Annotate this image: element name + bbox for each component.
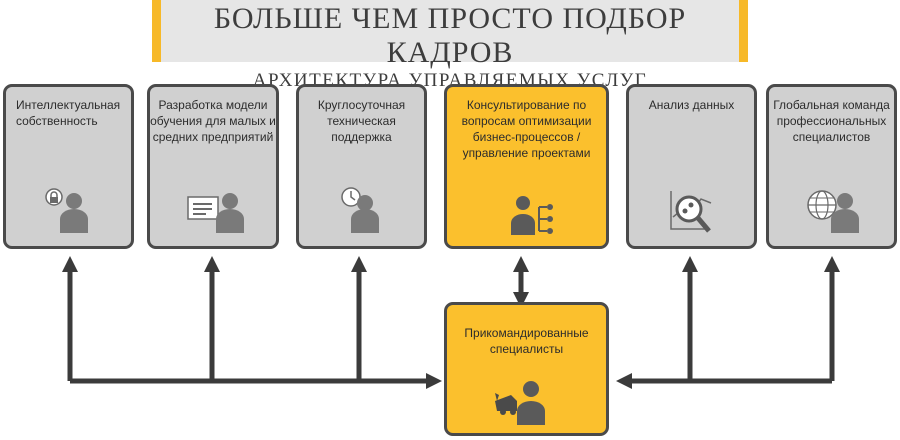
box-tech-support: Круглосуточная техническая поддержка bbox=[296, 84, 427, 249]
page-title: БОЛЬШЕ ЧЕМ ПРОСТО ПОДБОР КАДРОВ bbox=[213, 2, 687, 69]
box-label: Интеллектуальная собственность bbox=[16, 98, 121, 128]
box-label: Круглосуточная техническая поддержка bbox=[317, 98, 406, 144]
box-label: Анализ данных bbox=[648, 98, 735, 112]
box-training-model: Разработка модели обучения для малых и с… bbox=[147, 84, 279, 249]
box-global-team: Глобальная команда профессиональных спец… bbox=[766, 84, 897, 249]
intellectual-property-icon bbox=[45, 188, 88, 233]
box-label: Разработка модели обучения для малых и с… bbox=[150, 98, 276, 144]
training-model-icon bbox=[187, 193, 244, 233]
box-data-analysis: Анализ данных bbox=[626, 84, 757, 249]
box-label: Консультирование по вопросам оптимизации… bbox=[461, 98, 592, 160]
global-team-icon bbox=[807, 190, 859, 233]
box-seconded-specialists: Прикомандированные специалисты bbox=[444, 302, 609, 436]
box-label: Прикомандированные специалисты bbox=[464, 326, 589, 356]
box-intellectual-property: Интеллектуальная собственность bbox=[3, 84, 134, 249]
consulting-icon bbox=[511, 196, 553, 235]
support-clock-icon bbox=[341, 187, 379, 233]
box-label: Глобальная команда профессиональных спец… bbox=[773, 98, 890, 144]
seconded-specialists-icon bbox=[495, 381, 545, 425]
data-analysis-icon bbox=[670, 191, 712, 233]
box-consulting: Консультирование по вопросам оптимизации… bbox=[444, 84, 609, 249]
